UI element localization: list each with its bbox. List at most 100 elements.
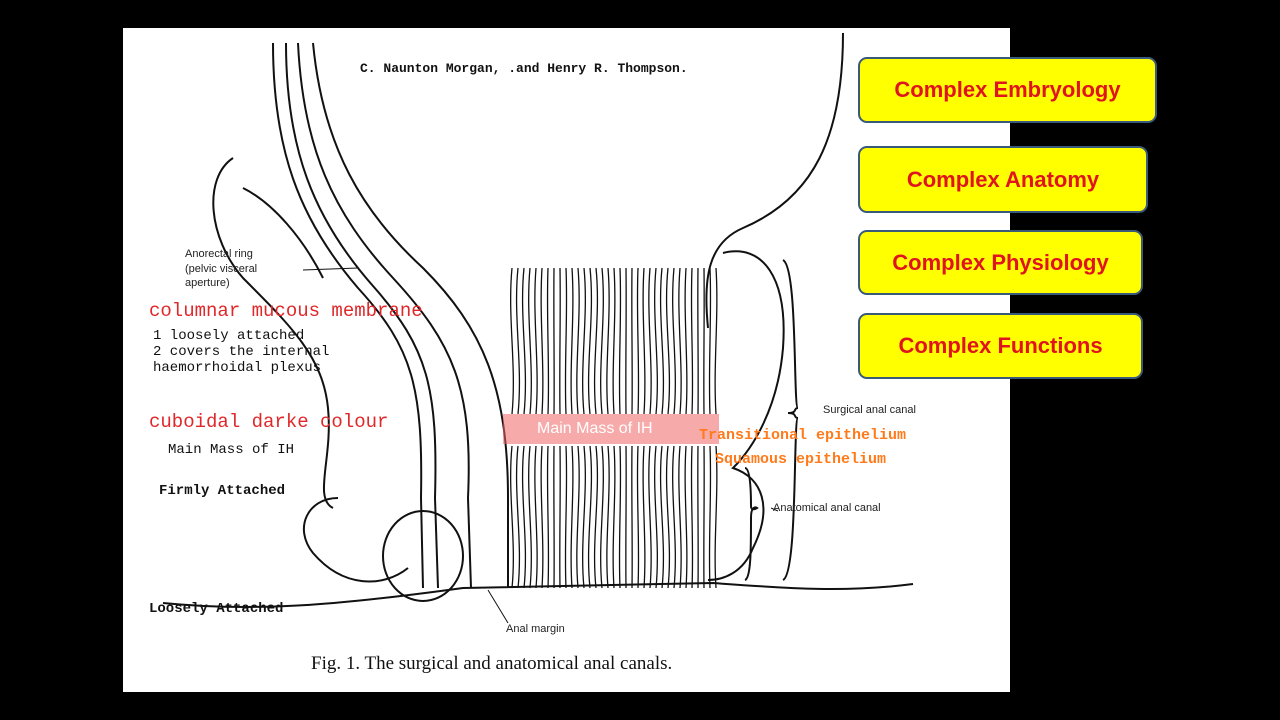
rectal-wall-line bbox=[285, 42, 439, 589]
callout-embryology: Complex Embryology bbox=[858, 57, 1157, 123]
canal-striation bbox=[600, 445, 604, 589]
brace-anatomical bbox=[744, 467, 759, 581]
anorectal-ring-label: Anorectal ring bbox=[185, 248, 253, 260]
canal-striation bbox=[618, 267, 622, 415]
firmly-attached-label: Firmly Attached bbox=[159, 483, 286, 499]
callout-anatomy-text: Complex Anatomy bbox=[906, 166, 1100, 192]
plexus-line: haemorrhoidal plexus bbox=[153, 360, 322, 376]
canal-striation bbox=[510, 445, 514, 589]
brace-surgical bbox=[782, 412, 799, 581]
canal-striation bbox=[665, 445, 671, 589]
canal-striation bbox=[593, 267, 599, 415]
canal-striation bbox=[546, 445, 550, 589]
rectal-wall-line bbox=[272, 42, 424, 589]
canal-striation bbox=[534, 445, 538, 589]
canal-striation bbox=[528, 445, 532, 589]
main-mass-highlight-text: Main Mass of IH bbox=[537, 420, 653, 437]
figure-header: C. Naunton Morgan, .and Henry R. Thompso… bbox=[360, 61, 688, 76]
canal-striation bbox=[690, 445, 694, 589]
canal-striation bbox=[582, 267, 586, 415]
canal-striation bbox=[642, 445, 646, 589]
callout-physiology: Complex Physiology bbox=[858, 230, 1143, 295]
canal-striation bbox=[684, 445, 688, 589]
canal-striation bbox=[612, 445, 616, 589]
anal-margin-label: Anal margin bbox=[506, 623, 565, 635]
canal-striation bbox=[708, 445, 712, 589]
canal-striations bbox=[510, 267, 718, 589]
canal-striation bbox=[528, 267, 532, 415]
canal-striation bbox=[636, 267, 640, 415]
canal-striation bbox=[510, 267, 514, 415]
muscle-outline bbox=[242, 187, 324, 279]
canal-striation bbox=[665, 267, 671, 415]
canal-striation bbox=[546, 267, 550, 415]
callout-physiology-text: Complex Physiology bbox=[892, 249, 1109, 275]
canal-striation bbox=[636, 445, 640, 589]
canal-striation bbox=[587, 267, 593, 415]
canal-striation bbox=[570, 267, 574, 415]
anorectal-ring-label: aperture) bbox=[185, 277, 230, 289]
sphincter-outline bbox=[707, 250, 785, 581]
canal-striation bbox=[648, 445, 652, 589]
leader-line bbox=[487, 589, 509, 624]
canal-striation bbox=[576, 267, 580, 415]
canal-striation bbox=[654, 445, 658, 589]
skin-line bbox=[162, 581, 914, 609]
leader-line bbox=[302, 267, 359, 271]
sphincter-outline bbox=[302, 497, 409, 583]
callout-embryology-text: Complex Embryology bbox=[894, 77, 1121, 102]
canal-striation bbox=[593, 445, 599, 589]
canal-striation bbox=[659, 445, 665, 589]
rectal-wall-line bbox=[705, 32, 844, 329]
canal-striation bbox=[540, 267, 544, 415]
canal-striation bbox=[648, 267, 652, 415]
canal-striation bbox=[672, 267, 676, 415]
canal-striation bbox=[582, 445, 586, 589]
canal-striation bbox=[570, 445, 574, 589]
canal-striation bbox=[714, 267, 718, 415]
loosely-attached-label: Loosely Attached bbox=[149, 601, 284, 617]
canal-striation bbox=[515, 445, 521, 589]
cuboidal-label: cuboidal darke colour bbox=[149, 411, 389, 433]
canal-striation bbox=[672, 445, 676, 589]
canal-striation bbox=[600, 267, 604, 415]
main-mass-highlight: Main Mass of IH bbox=[503, 414, 719, 444]
loosely-attached-line: 1 loosely attached bbox=[153, 328, 305, 344]
canal-striation bbox=[618, 445, 622, 589]
covers-plexus-line: 2 covers the internal bbox=[153, 344, 330, 360]
leader-line bbox=[770, 507, 779, 512]
canal-striation bbox=[564, 445, 568, 589]
canal-striation bbox=[678, 445, 682, 589]
columnar-label: columnar mucous membrane bbox=[149, 300, 423, 322]
sphincter-ellipse bbox=[382, 510, 464, 602]
anal-canal-drawing bbox=[162, 32, 914, 624]
canal-striation bbox=[678, 267, 682, 415]
muscle-outline bbox=[212, 157, 334, 509]
canal-striation bbox=[684, 267, 688, 415]
canal-striation bbox=[540, 445, 544, 589]
canal-striation bbox=[654, 267, 658, 415]
canal-striation bbox=[708, 267, 712, 415]
canal-striation bbox=[612, 267, 616, 415]
anatomical-anal-canal-label: Anatomical anal canal bbox=[773, 502, 881, 514]
canal-striation bbox=[606, 445, 610, 589]
canal-striation bbox=[521, 267, 527, 415]
rectal-wall-line bbox=[312, 42, 509, 588]
transitional-epithelium-label: Transitional epithelium bbox=[699, 427, 907, 444]
brace-surgical bbox=[782, 259, 799, 414]
callout-functions: Complex Functions bbox=[858, 313, 1143, 379]
canal-striation bbox=[659, 267, 665, 415]
canal-striation bbox=[714, 445, 718, 589]
rectal-wall-line bbox=[297, 42, 472, 589]
main-mass-label: Main Mass of IH bbox=[168, 442, 295, 458]
callout-functions-text: Complex Functions bbox=[898, 333, 1103, 358]
canal-striation bbox=[642, 267, 646, 415]
squamous-epithelium-label: Squamous epithelium bbox=[715, 451, 887, 468]
canal-striation bbox=[515, 267, 521, 415]
canal-striation bbox=[564, 267, 568, 415]
canal-striation bbox=[587, 445, 593, 589]
canal-striation bbox=[576, 445, 580, 589]
surgical-anal-canal-label: Surgical anal canal bbox=[823, 404, 916, 416]
callout-anatomy: Complex Anatomy bbox=[858, 146, 1148, 213]
anorectal-ring-label: (pelvic visceral bbox=[185, 263, 258, 275]
